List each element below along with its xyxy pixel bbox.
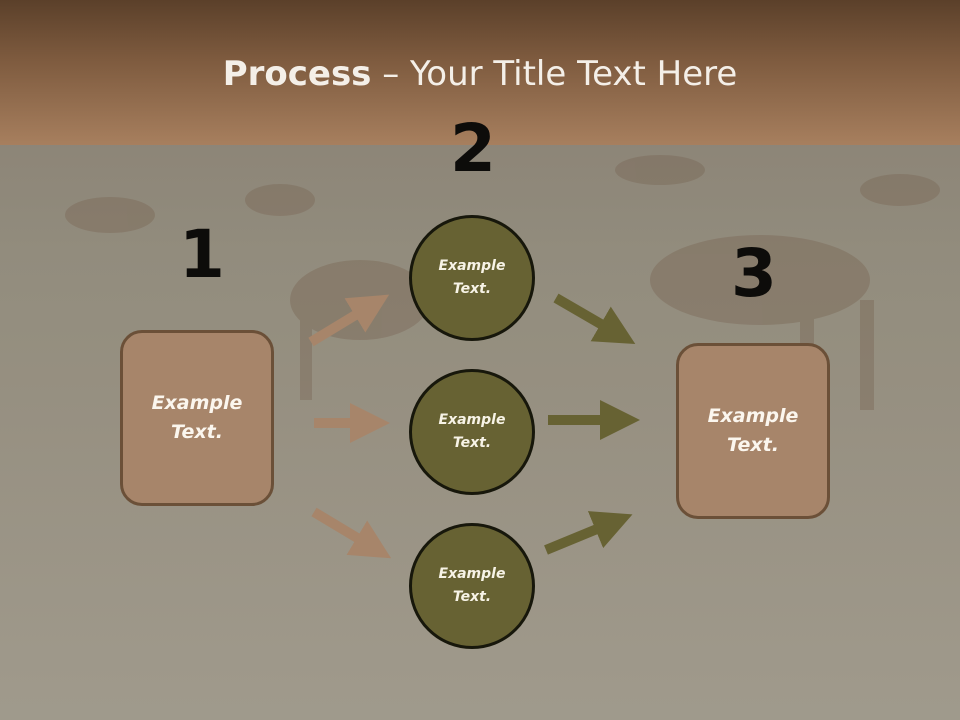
arrow-left-top [308, 294, 390, 347]
step-1-box[interactable]: Example Text. [120, 330, 274, 506]
step-3-box[interactable]: Example Text. [676, 343, 830, 519]
arrow-left-bottom [311, 507, 392, 559]
arrow-right-top [553, 293, 636, 345]
title-bar [0, 0, 960, 145]
step-number-2: 2 [450, 110, 496, 187]
title-bold: Process [222, 54, 372, 94]
circle-middle-text: Example Text. [438, 412, 506, 451]
step-2-circle-bottom[interactable]: Example Text. [409, 523, 535, 649]
step-2-circle-top[interactable]: Example Text. [409, 215, 535, 341]
step-2-circle-middle[interactable]: Example Text. [409, 369, 535, 495]
slide-title: Process – Your Title Text Here [0, 54, 960, 94]
step-1-text: Example Text. [151, 392, 243, 443]
circle-bottom-text: Example Text. [438, 566, 506, 605]
title-rest: – Your Title Text Here [371, 54, 738, 94]
step-3-text: Example Text. [707, 405, 799, 456]
arrow-right-bottom [544, 511, 633, 555]
circle-top-text: Example Text. [438, 258, 506, 297]
step-number-3: 3 [731, 235, 777, 312]
step-number-1: 1 [179, 216, 225, 293]
